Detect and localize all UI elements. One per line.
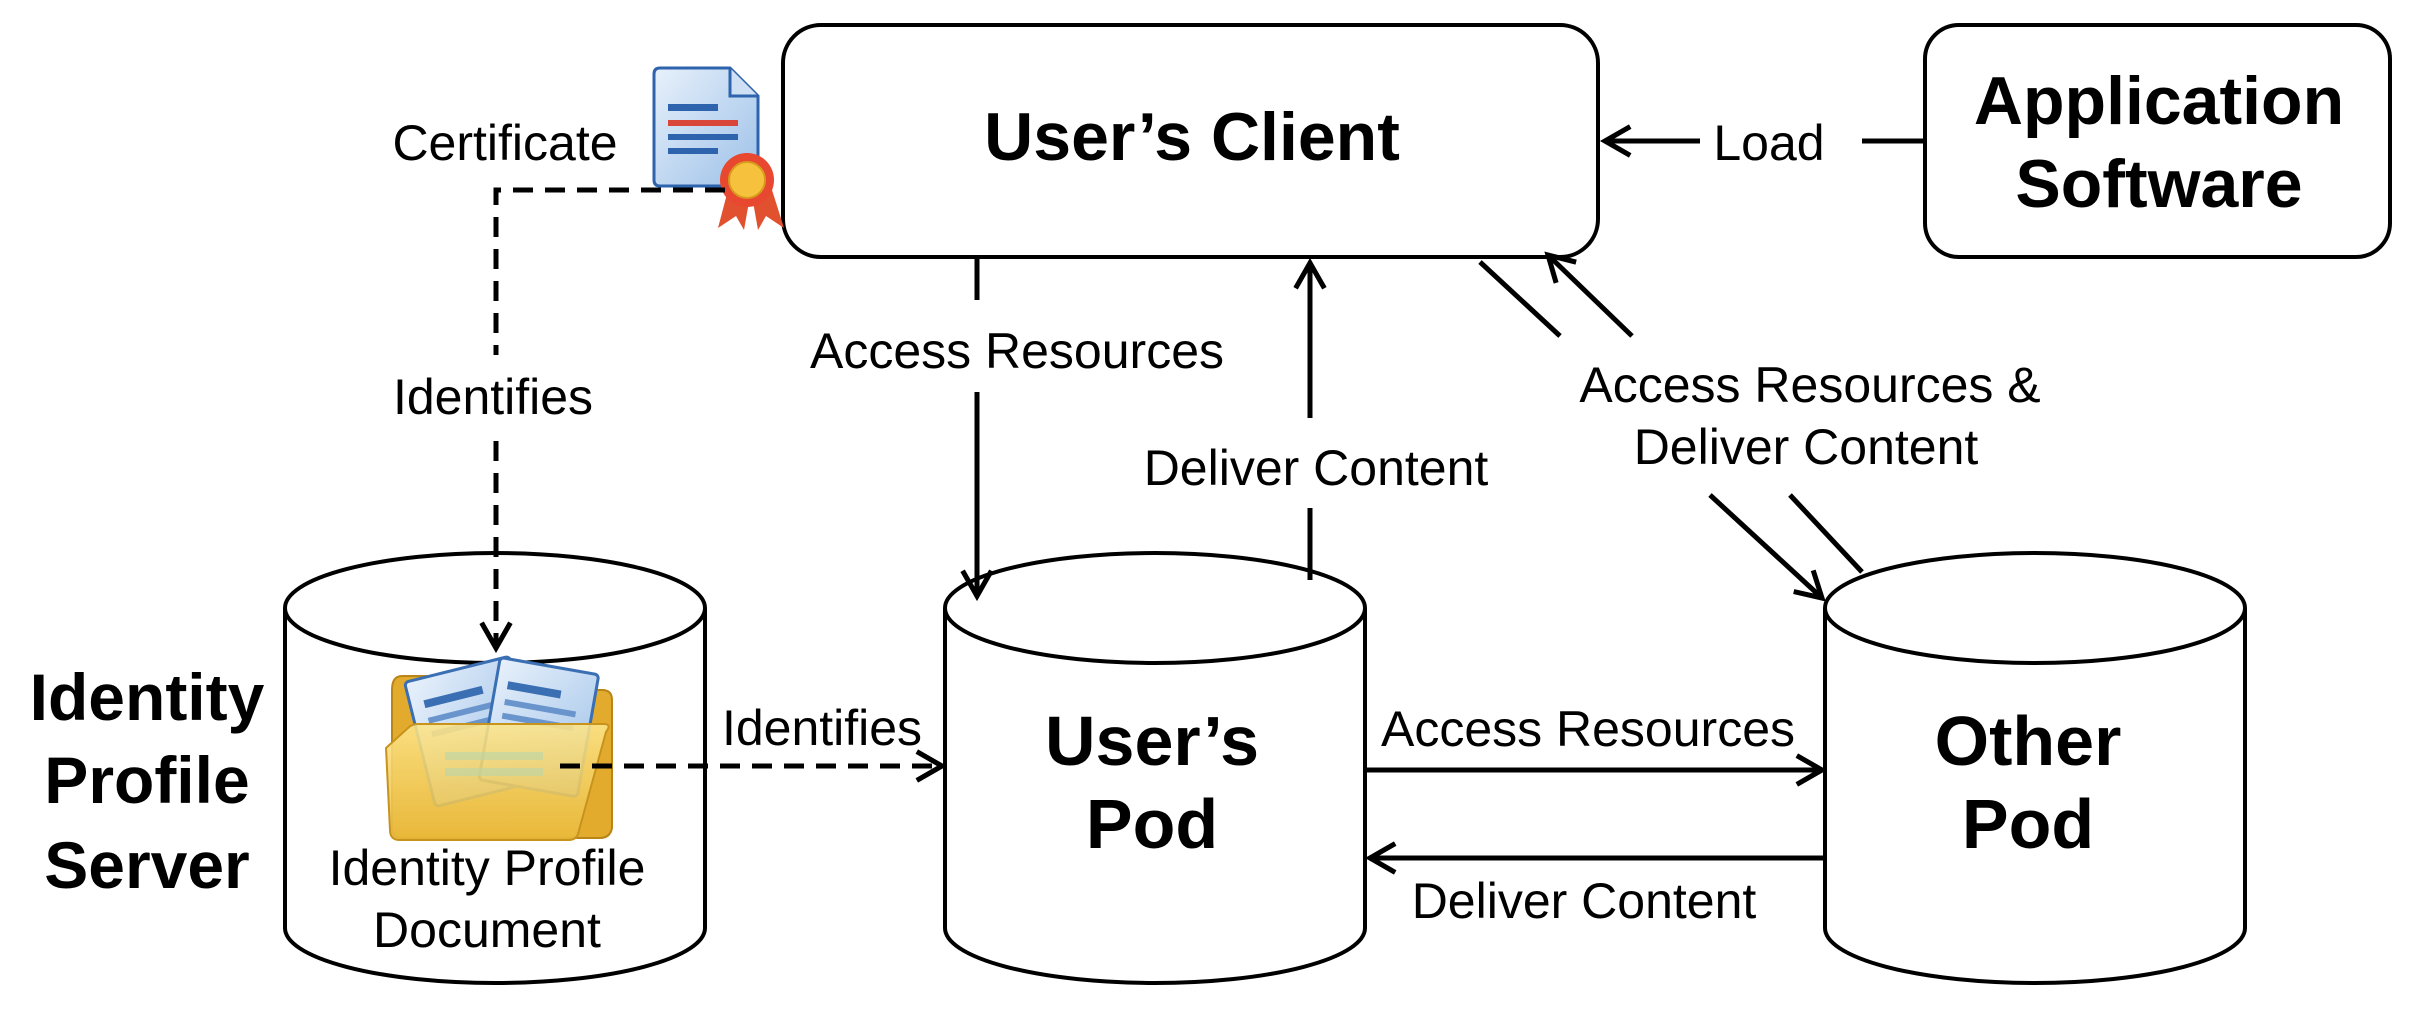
- other-pod-cylinder: Other Pod: [1823, 551, 2247, 985]
- identifies-horizontal-label: Identifies: [722, 700, 922, 756]
- application-software-box: Application Software: [1923, 23, 2392, 259]
- identity-profile-server-label-line3: Server: [44, 828, 250, 902]
- identifies-vertical-label: Identifies: [393, 369, 593, 425]
- users-pod-label-line2: Pod: [1086, 785, 1218, 863]
- access-other-diagonal-lower: [1708, 493, 1826, 602]
- users-pod-label-line1: User’s: [1045, 702, 1259, 780]
- certificate-identifies-connector: [479, 187, 725, 654]
- access-deliver-other-label-line1: Access Resources &: [1579, 357, 2040, 413]
- certificate-document-icon: [652, 66, 784, 230]
- identity-profile-server-label-line1: Identity: [30, 660, 265, 734]
- deliver-other-diagonal-lower: [1788, 493, 1864, 574]
- users-client-label: User’s Client: [984, 99, 1400, 175]
- deliver-content-pod-client-label: Deliver Content: [1144, 440, 1489, 496]
- other-pod-label-line2: Pod: [1962, 785, 2094, 863]
- access-resources-pod-other-label: Access Resources: [1381, 701, 1795, 757]
- access-other-diagonal-upper: [1478, 260, 1562, 338]
- access-resources-client-pod-label: Access Resources: [810, 323, 1224, 379]
- deliver-content-other-pod-label: Deliver Content: [1412, 873, 1757, 929]
- application-software-label-line2: Software: [2015, 146, 2302, 222]
- users-client-box: User’s Client: [781, 23, 1600, 259]
- identity-profile-server-label: Identity Profile Server: [30, 660, 265, 902]
- identity-profile-document-label-line1: Identity Profile: [329, 840, 646, 896]
- access-deliver-other-label-line2: Deliver Content: [1634, 419, 1979, 475]
- other-pod-label-line1: Other: [1935, 702, 2122, 780]
- deliver-other-diagonal-upper: [1544, 251, 1634, 338]
- users-pod-cylinder: User’s Pod: [943, 551, 1367, 985]
- folder-documents-icon: [384, 655, 613, 841]
- load-label: Load: [1713, 115, 1824, 171]
- identity-profile-document-label-line2: Document: [373, 902, 601, 958]
- certificate-label: Certificate: [392, 115, 617, 171]
- identity-profile-server-label-line2: Profile: [44, 743, 249, 817]
- application-software-label-line1: Application: [1974, 63, 2344, 139]
